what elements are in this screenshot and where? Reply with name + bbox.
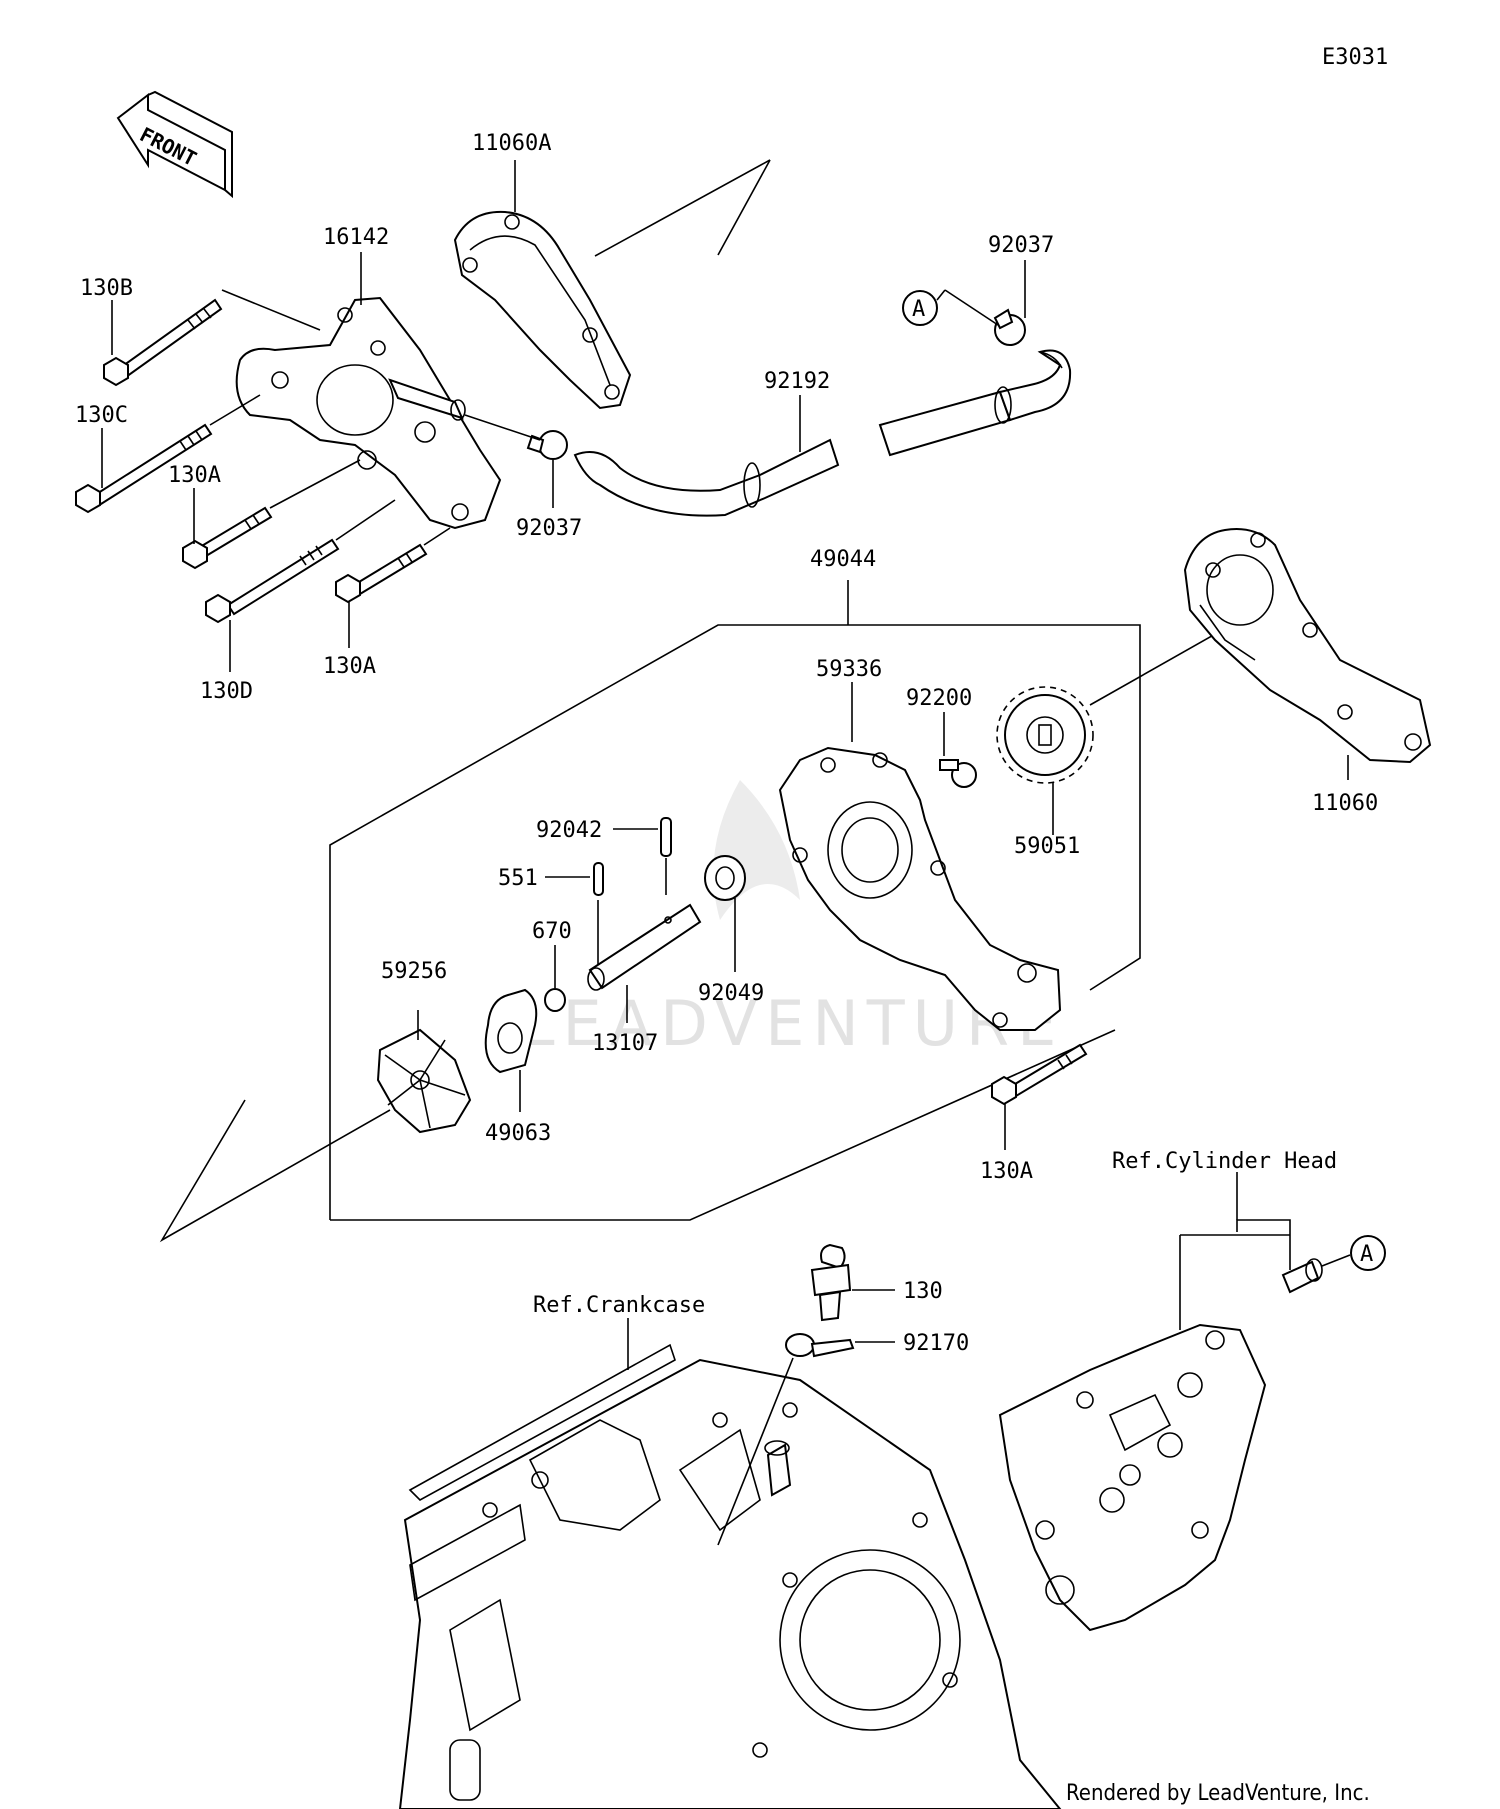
leader-line <box>936 289 946 301</box>
bolt-130A-upper-left <box>182 506 273 570</box>
label-130A-2: 130A <box>323 654 376 679</box>
label-92192: 92192 <box>764 369 830 394</box>
leader-line <box>594 159 771 257</box>
ref-crankcase-label: Ref.Crankcase <box>533 1293 705 1318</box>
credit-text: Rendered by LeadVenture, Inc. <box>1066 1781 1370 1806</box>
callout-a-upper <box>902 290 938 326</box>
label-92170: 92170 <box>903 1331 969 1356</box>
label-13107: 13107 <box>592 1031 658 1056</box>
washer-92200 <box>939 759 977 788</box>
label-130B: 130B <box>80 276 133 301</box>
callout-a-lower-label: A <box>1360 1242 1373 1267</box>
label-59256: 59256 <box>381 959 447 984</box>
label-49063: 49063 <box>485 1121 551 1146</box>
mechanical-seal-49063 <box>484 988 538 1074</box>
diagram-code: E3031 <box>1322 45 1388 70</box>
gasket-11060A <box>453 210 632 410</box>
leader-line <box>221 289 321 331</box>
label-670: 670 <box>532 919 572 944</box>
pump-body-59336 <box>778 746 1062 1031</box>
leader-line <box>464 414 541 441</box>
hose-92192 <box>573 349 1072 517</box>
label-130D: 130D <box>200 679 253 704</box>
label-11060A: 11060A <box>472 131 551 156</box>
label-130: 130 <box>903 1279 943 1304</box>
leader-line <box>1321 1254 1351 1267</box>
front-label: FRONT <box>136 122 201 171</box>
label-130A-1: 130A <box>168 463 221 488</box>
leader-line <box>423 527 451 546</box>
leader-line <box>944 289 999 326</box>
label-92200: 92200 <box>906 686 972 711</box>
o-ring-670 <box>544 988 566 1012</box>
label-59051: 59051 <box>1014 834 1080 859</box>
bolt-130C <box>75 423 213 514</box>
bolt-130D <box>205 538 340 624</box>
gear-59051 <box>996 686 1094 784</box>
label-92049: 92049 <box>698 981 764 1006</box>
callout-a-lower <box>1350 1235 1386 1271</box>
washer-92170 <box>785 1333 855 1358</box>
bolt-130 <box>810 1243 852 1322</box>
crankcase-reference <box>398 1318 1062 1809</box>
leader-line <box>717 159 771 256</box>
leader-line <box>335 499 396 541</box>
cylinder-head-reference <box>998 1172 1323 1632</box>
callout-a-upper-label: A <box>912 297 925 322</box>
pin-92042 <box>660 817 672 857</box>
label-16142: 16142 <box>323 225 389 250</box>
bolt-130A-middle <box>991 1043 1088 1106</box>
shaft-13107 <box>587 903 702 991</box>
clamp-92037-right <box>993 308 1026 346</box>
label-11060: 11060 <box>1312 791 1378 816</box>
bolt-130A-upper-right <box>335 543 428 604</box>
ref-cylinder-head-label: Ref.Cylinder Head <box>1112 1149 1337 1174</box>
leader-line <box>209 394 261 426</box>
label-130C: 130C <box>75 403 128 428</box>
pump-cover-16142 <box>235 296 502 530</box>
label-551: 551 <box>498 866 538 891</box>
front-arrow-icon: FRONT <box>116 90 233 199</box>
leader-line <box>159 1099 391 1243</box>
label-130A-3: 130A <box>980 1159 1033 1184</box>
impeller-59256 <box>376 1028 472 1134</box>
label-59336: 59336 <box>816 657 882 682</box>
label-92037-right: 92037 <box>988 233 1054 258</box>
label-49044: 49044 <box>810 547 876 572</box>
label-92037-left: 92037 <box>516 516 582 541</box>
oil-seal-92049 <box>704 855 746 901</box>
label-92042: 92042 <box>536 818 602 843</box>
bolt-130B <box>103 298 223 387</box>
assembly-frame <box>330 1029 1116 1221</box>
assembly-frame <box>329 624 1141 1220</box>
clamp-92037-left <box>526 430 568 460</box>
leader-line <box>269 459 361 509</box>
pin-551 <box>593 862 604 896</box>
gasket-11060 <box>1183 528 1432 764</box>
